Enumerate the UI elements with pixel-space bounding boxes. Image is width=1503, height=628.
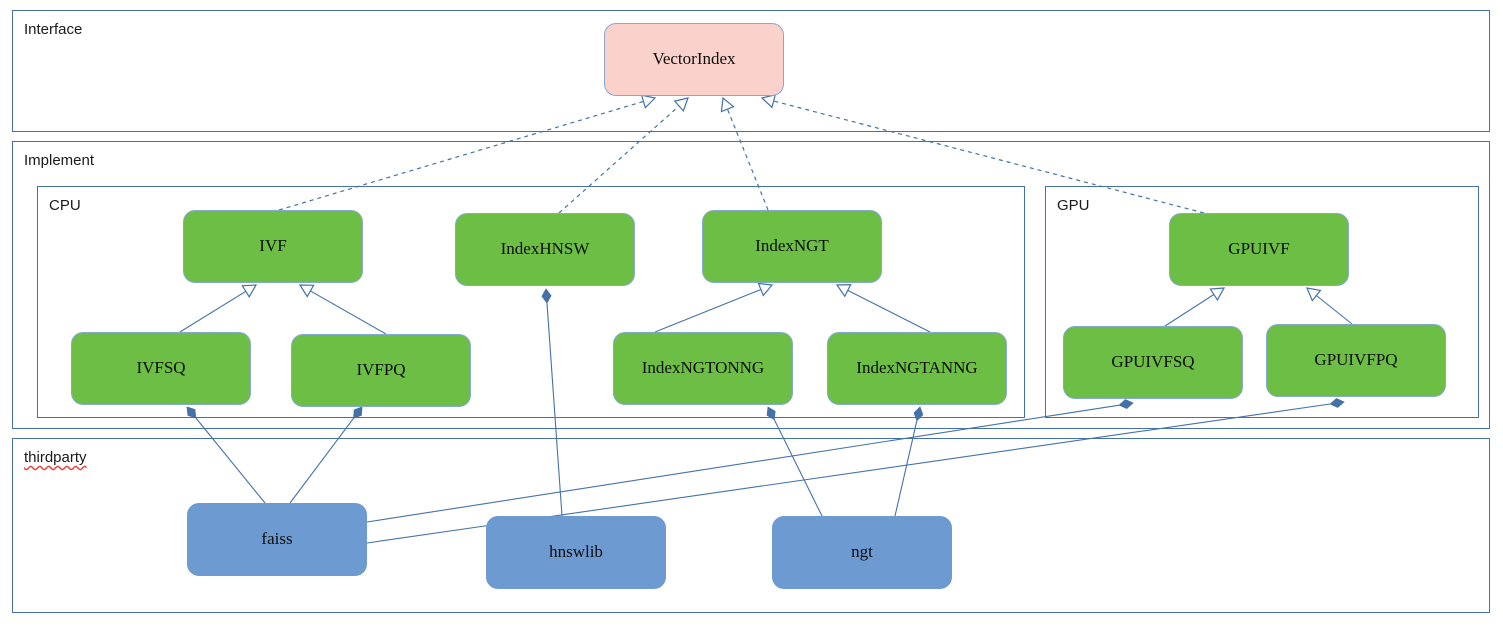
group-label-implement: Implement bbox=[24, 152, 95, 169]
node-label: IndexHNSW bbox=[500, 239, 590, 259]
node-hnswlib[interactable]: hnswlib bbox=[486, 516, 666, 589]
node-label: IVFSQ bbox=[136, 358, 186, 378]
node-ivf[interactable]: IVF bbox=[183, 210, 363, 283]
node-gpuivfpq[interactable]: GPUIVFPQ bbox=[1266, 324, 1446, 397]
node-indexngtonng[interactable]: IndexNGTONNG bbox=[613, 332, 793, 405]
group-label-gpu: GPU bbox=[1057, 197, 1090, 214]
node-label: faiss bbox=[261, 529, 293, 549]
node-label: GPUIVFSQ bbox=[1111, 352, 1195, 372]
node-ivfsq[interactable]: IVFSQ bbox=[71, 332, 251, 405]
node-label: IVF bbox=[259, 236, 287, 256]
node-label: hnswlib bbox=[549, 542, 603, 562]
group-label-interface: Interface bbox=[24, 21, 83, 38]
node-indexngtanng[interactable]: IndexNGTANNG bbox=[827, 332, 1007, 405]
group-label-thirdparty: thirdparty bbox=[24, 449, 87, 466]
node-vectorindex[interactable]: VectorIndex bbox=[604, 23, 784, 96]
node-indexhnsw[interactable]: IndexHNSW bbox=[455, 213, 635, 286]
group-label-cpu: CPU bbox=[49, 197, 81, 214]
node-label: GPUIVF bbox=[1228, 239, 1290, 259]
node-ivfpq[interactable]: IVFPQ bbox=[291, 334, 471, 407]
node-ngt[interactable]: ngt bbox=[772, 516, 952, 589]
node-faiss[interactable]: faiss bbox=[187, 503, 367, 576]
node-label: IndexNGTONNG bbox=[641, 358, 765, 378]
node-label: IVFPQ bbox=[356, 360, 406, 380]
node-label: IndexNGT bbox=[755, 236, 829, 256]
node-label: VectorIndex bbox=[652, 49, 736, 69]
node-label: GPUIVFPQ bbox=[1314, 350, 1398, 370]
node-gpuivf[interactable]: GPUIVF bbox=[1169, 213, 1349, 286]
node-indexngt[interactable]: IndexNGT bbox=[702, 210, 882, 283]
node-label: IndexNGTANNG bbox=[856, 358, 978, 378]
node-label: ngt bbox=[851, 542, 873, 562]
node-gpuivfsq[interactable]: GPUIVFSQ bbox=[1063, 326, 1243, 399]
